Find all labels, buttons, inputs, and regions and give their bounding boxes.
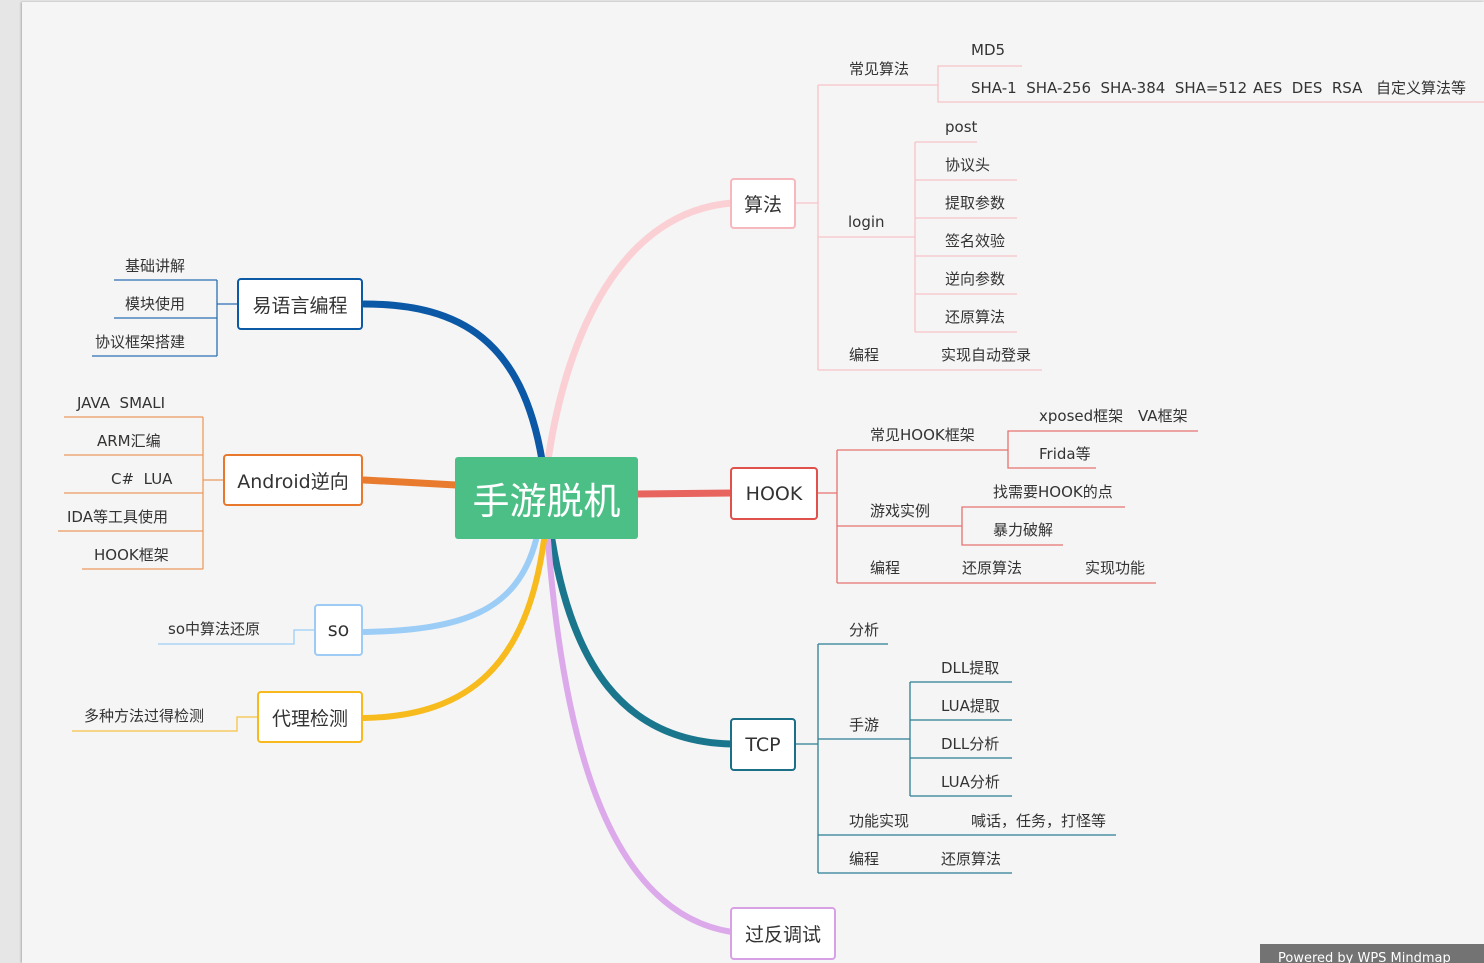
label-zidong-denglu[interactable]: 实现自动登录 [941,346,1032,364]
node-daili[interactable]: 代理检测 [257,691,363,743]
branch-line-tcp [548,536,736,748]
label-arm[interactable]: ARM汇编 [97,432,161,450]
label-tcp-huanyuan[interactable]: 还原算法 [941,850,1002,868]
mindmap-canvas: 手游脱机 算法 HOOK TCP 过反调试 易语言编程 Android逆向 so… [22,2,1484,963]
label-login[interactable]: login [848,213,885,231]
label-xieyi-kuangjia[interactable]: 协议框架搭建 [95,333,186,351]
label-jichu-jiangjie[interactable]: 基础讲解 [125,257,186,275]
node-so[interactable]: so [314,604,363,656]
branch-line-hook [634,489,736,498]
label-hook-biancheng[interactable]: 编程 [870,559,901,577]
node-yiyuyan[interactable]: 易语言编程 [237,278,363,330]
label-post[interactable]: post [945,118,978,136]
footer-badge: Powered by WPS Mindmap [1260,944,1484,963]
label-shixian-gongneng[interactable]: 实现功能 [1085,559,1146,577]
branch-line-so [361,537,539,635]
label-biancheng[interactable]: 编程 [849,346,880,364]
label-hanhua[interactable]: 喊话，任务，打怪等 [971,812,1107,830]
label-ida[interactable]: IDA等工具使用 [67,508,168,526]
label-zhao-hook-dian[interactable]: 找需要HOOK的点 [993,483,1113,501]
label-lua-fenxi[interactable]: LUA分析 [941,773,1000,791]
label-nixiang-canshu[interactable]: 逆向参数 [945,270,1006,288]
mindmap-connectors [58,65,1484,935]
branch-line-daili [361,537,547,721]
label-aes[interactable]: AES DES RSA [1253,79,1363,97]
node-suanfa[interactable]: 算法 [730,178,796,229]
label-hook-huanyuan[interactable]: 还原算法 [962,559,1023,577]
label-huanyuan-suanfa[interactable]: 还原算法 [945,308,1006,326]
label-shouyou[interactable]: 手游 [849,716,880,734]
label-dll-tiqu[interactable]: DLL提取 [941,659,1000,677]
branch-line-guofan [545,537,735,935]
node-hook[interactable]: HOOK [730,467,818,520]
label-gongneng-shixian[interactable]: 功能实现 [849,812,910,830]
label-va[interactable]: VA框架 [1138,407,1188,425]
label-so-algo[interactable]: so中算法还原 [168,620,260,638]
node-guofan[interactable]: 过反调试 [730,907,836,960]
node-android[interactable]: Android逆向 [223,454,363,506]
label-youxi-shili[interactable]: 游戏实例 [870,502,931,520]
label-md5[interactable]: MD5 [971,41,1006,59]
label-baoli-pojie[interactable]: 暴力破解 [993,521,1054,539]
node-tcp[interactable]: TCP [730,718,796,771]
branch-line-suanfa [544,199,736,464]
label-frida[interactable]: Frida等 [1039,445,1091,463]
label-daili-item[interactable]: 多种方法过得检测 [84,707,205,725]
label-xposed[interactable]: xposed框架 [1039,407,1124,425]
label-xieyitou[interactable]: 协议头 [945,156,991,174]
label-custom-algo[interactable]: 自定义算法等 [1376,79,1467,97]
label-dll-fenxi[interactable]: DLL分析 [941,735,1000,753]
label-sha[interactable]: SHA-1 SHA-256 SHA-384 SHA=512 [971,79,1248,97]
label-changjian-suanfa[interactable]: 常见算法 [849,60,910,78]
label-tcp-biancheng[interactable]: 编程 [849,850,880,868]
label-csharp-lua[interactable]: C# LUA [111,470,173,488]
label-java-smali[interactable]: JAVA SMALI [77,394,166,412]
root-node[interactable]: 手游脱机 [455,457,638,539]
label-hook-kuangjia[interactable]: HOOK框架 [94,546,169,564]
branch-line-android [360,476,460,489]
label-mokuai-shiyong[interactable]: 模块使用 [125,295,186,313]
label-fenxi[interactable]: 分析 [849,621,880,639]
branch-line-yiyuyan [360,300,546,464]
label-changjian-hook[interactable]: 常见HOOK框架 [870,426,975,444]
label-lua-tiqu[interactable]: LUA提取 [941,697,1000,715]
label-tiqu-canshu[interactable]: 提取参数 [945,194,1006,212]
label-qianming[interactable]: 签名效验 [945,232,1006,250]
